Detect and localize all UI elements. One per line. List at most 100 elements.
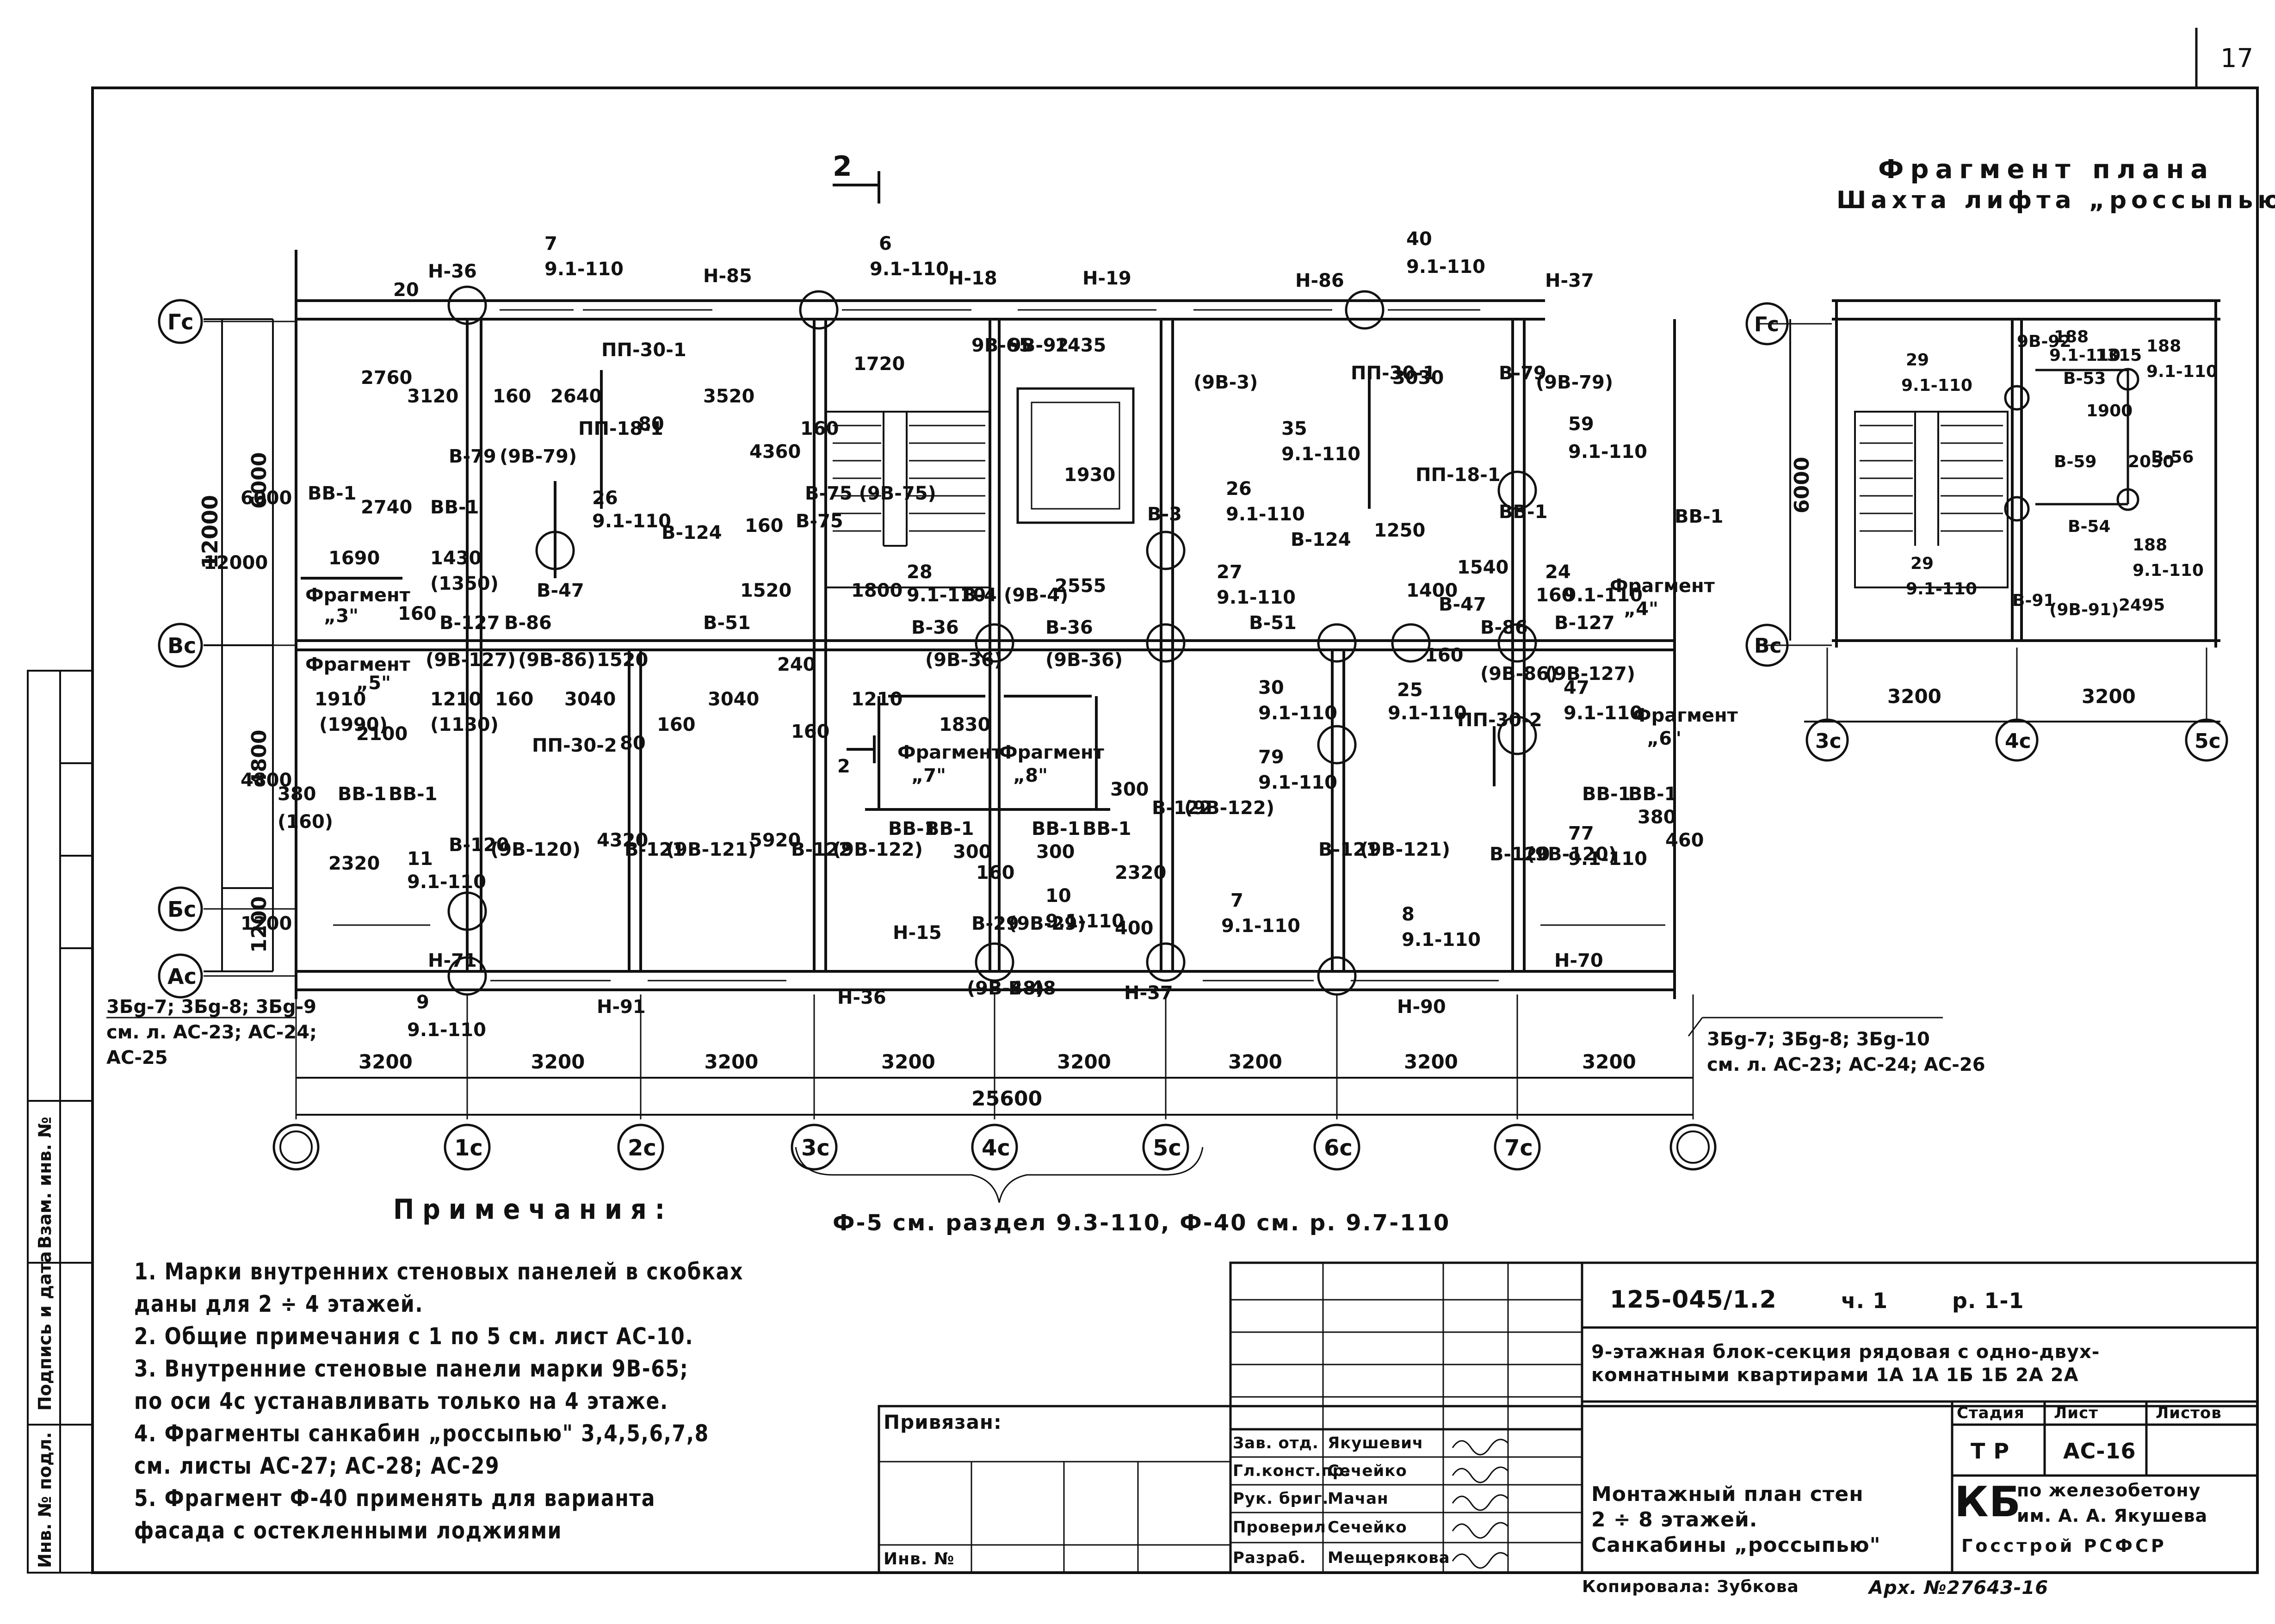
plan-label: В-124 bbox=[661, 522, 722, 543]
org-line-2: им. А. А. Якушева bbox=[2017, 1506, 2208, 1526]
plan-label: В-51 bbox=[1249, 612, 1297, 634]
plan-label: 1540 bbox=[1457, 557, 1508, 578]
plan-label: 1210 bbox=[430, 689, 482, 710]
drawing-title-1: Монтажный план стен bbox=[1591, 1482, 1864, 1506]
fragment-walls bbox=[1789, 299, 2220, 722]
plan-label: 59 bbox=[1568, 414, 1594, 435]
plan-label: „6" bbox=[1647, 728, 1682, 749]
footer-copied: Копировала: Зубкова bbox=[1582, 1577, 1799, 1596]
plan-label: 2100 bbox=[356, 723, 408, 745]
plan-label: (9В-48) bbox=[967, 978, 1044, 999]
plan-label: ВВ-1 bbox=[925, 818, 974, 840]
plan-label: 460 bbox=[1665, 830, 1704, 851]
axis-label: 3с bbox=[801, 1135, 830, 1161]
plan-label: 1250 bbox=[1374, 520, 1425, 541]
left-ref-2: см. л. АС-23; АС-24; bbox=[106, 1022, 317, 1043]
plan-label: Н-18 bbox=[948, 268, 997, 289]
plan-label: В-122 bbox=[1152, 797, 1212, 819]
fragment-axis-bubble bbox=[1745, 302, 1789, 346]
stage-value: Т Р bbox=[1971, 1439, 2010, 1463]
plan-label: (9В-120) bbox=[490, 839, 581, 860]
fragment-label: В-54 bbox=[2068, 517, 2110, 536]
plan-label: 160 bbox=[495, 689, 534, 710]
plan-label: (1130) bbox=[430, 714, 499, 735]
fragment-title-2: Шахта лифта „россыпью" bbox=[1836, 186, 2275, 214]
plan-label: В-51 bbox=[703, 612, 751, 634]
plan-label: 2 bbox=[837, 756, 850, 777]
plan-label: 9.1-110 bbox=[1564, 703, 1643, 724]
plan-label: ПП-30-2 bbox=[532, 735, 617, 756]
page-number: 17 bbox=[2220, 43, 2253, 74]
plan-label: ПП-18-1 bbox=[1416, 464, 1501, 486]
plan-label: ВВ-1 bbox=[1032, 818, 1080, 840]
plan-label: В-4 bbox=[962, 585, 997, 606]
plan-label: В-36 bbox=[1045, 617, 1093, 638]
plan-label: 9.1-110 bbox=[1281, 444, 1360, 465]
fragment-label: 29 bbox=[1910, 554, 1934, 573]
plan-label: 25 bbox=[1397, 679, 1423, 701]
plan-label: 26 bbox=[592, 488, 618, 509]
plan-label: 28 bbox=[907, 562, 933, 583]
fragment-label: 9.1-110 bbox=[1906, 580, 1977, 599]
plan-label: ПП-18-1 bbox=[578, 418, 663, 439]
axis-bubble bbox=[1313, 1124, 1360, 1171]
reference-leaders bbox=[106, 1017, 1943, 1203]
staff-name-3: Мачан bbox=[1328, 1489, 1389, 1508]
plan-label: 11 bbox=[407, 848, 433, 870]
fragment-label: 29 bbox=[1906, 351, 1929, 370]
note-line-3: 2. Общие примечания с 1 по 5 см. лист АС… bbox=[134, 1323, 694, 1350]
fragment-axis-bubble bbox=[2185, 718, 2228, 762]
plan-label: 77 bbox=[1568, 823, 1594, 844]
fragment-label: 9В-92 bbox=[2017, 332, 2071, 351]
dim-overall-bottom: 25600 bbox=[971, 1087, 1042, 1111]
plan-label: Н-90 bbox=[1397, 996, 1446, 1018]
plan-label: 160 bbox=[493, 386, 532, 407]
plan-label: 1520 bbox=[597, 649, 648, 671]
plan-label: Фрагмент bbox=[897, 742, 1003, 763]
dimension-text: 3200 bbox=[359, 1050, 413, 1073]
axis-label: 1с bbox=[454, 1135, 483, 1161]
left-ref-3: АС-25 bbox=[106, 1047, 168, 1068]
plan-label: 9.1-110 bbox=[870, 259, 949, 280]
fragment-axis-label: 3с bbox=[1815, 729, 1842, 753]
plan-label: 2320 bbox=[328, 853, 380, 874]
fragment-dimension-text: 3200 bbox=[1887, 685, 1941, 708]
org-line-3: Госстрой РСФСР bbox=[1961, 1536, 2167, 1556]
fragment-axis-lines bbox=[1758, 323, 2207, 722]
plan-label: (9В-121) bbox=[666, 839, 756, 860]
plan-label: 1400 bbox=[1406, 580, 1458, 601]
plan-label: ВВ-1 bbox=[1082, 818, 1131, 840]
fragment-label: 188 bbox=[2054, 327, 2089, 346]
plan-label: 3520 bbox=[703, 386, 754, 407]
plan-label: Н-85 bbox=[703, 266, 752, 287]
plan-label: В-120 bbox=[1490, 844, 1550, 865]
fragment-label: 9.1-110 bbox=[2133, 561, 2204, 580]
plan-label: 160 bbox=[800, 418, 839, 439]
plan-label: Н-71 bbox=[428, 950, 477, 971]
notes-title: Примечания: bbox=[393, 1193, 674, 1226]
plan-label: 5920 bbox=[749, 830, 801, 851]
plan-label: 7 bbox=[1230, 890, 1243, 911]
plan-label: Фрагмент bbox=[305, 654, 411, 675]
plan-label: 9.1-110 bbox=[1226, 504, 1305, 525]
fragment-axis-bubble bbox=[1805, 718, 1849, 762]
axis-bubble bbox=[971, 1124, 1018, 1171]
note-line-9: фасада с остекленными лоджиями bbox=[134, 1517, 563, 1544]
plan-label: В-86 bbox=[1480, 617, 1528, 638]
plan-label: 1430 bbox=[430, 548, 482, 569]
plan-label: 300 bbox=[1110, 779, 1149, 800]
junction-node bbox=[1146, 623, 1186, 663]
plan-label: ПП-30-1 bbox=[1351, 363, 1436, 384]
fragment-axis-label: Вс bbox=[1754, 634, 1782, 658]
fragment-label: 188 bbox=[2133, 536, 2167, 555]
plan-label: Н-91 bbox=[597, 996, 646, 1018]
drawing-title-3: Санкабины „россыпью" bbox=[1591, 1533, 1881, 1557]
plan-label: 4360 bbox=[749, 441, 801, 463]
fragment-label: 2495 bbox=[2119, 596, 2165, 615]
plan-label: В-120 bbox=[449, 834, 509, 856]
plan-label: ВВ-1 bbox=[1628, 784, 1677, 805]
plan-label: Н-36 bbox=[428, 261, 477, 282]
axis-bubble bbox=[158, 953, 203, 999]
staff-role-1: Зав. отд. bbox=[1233, 1434, 1319, 1452]
